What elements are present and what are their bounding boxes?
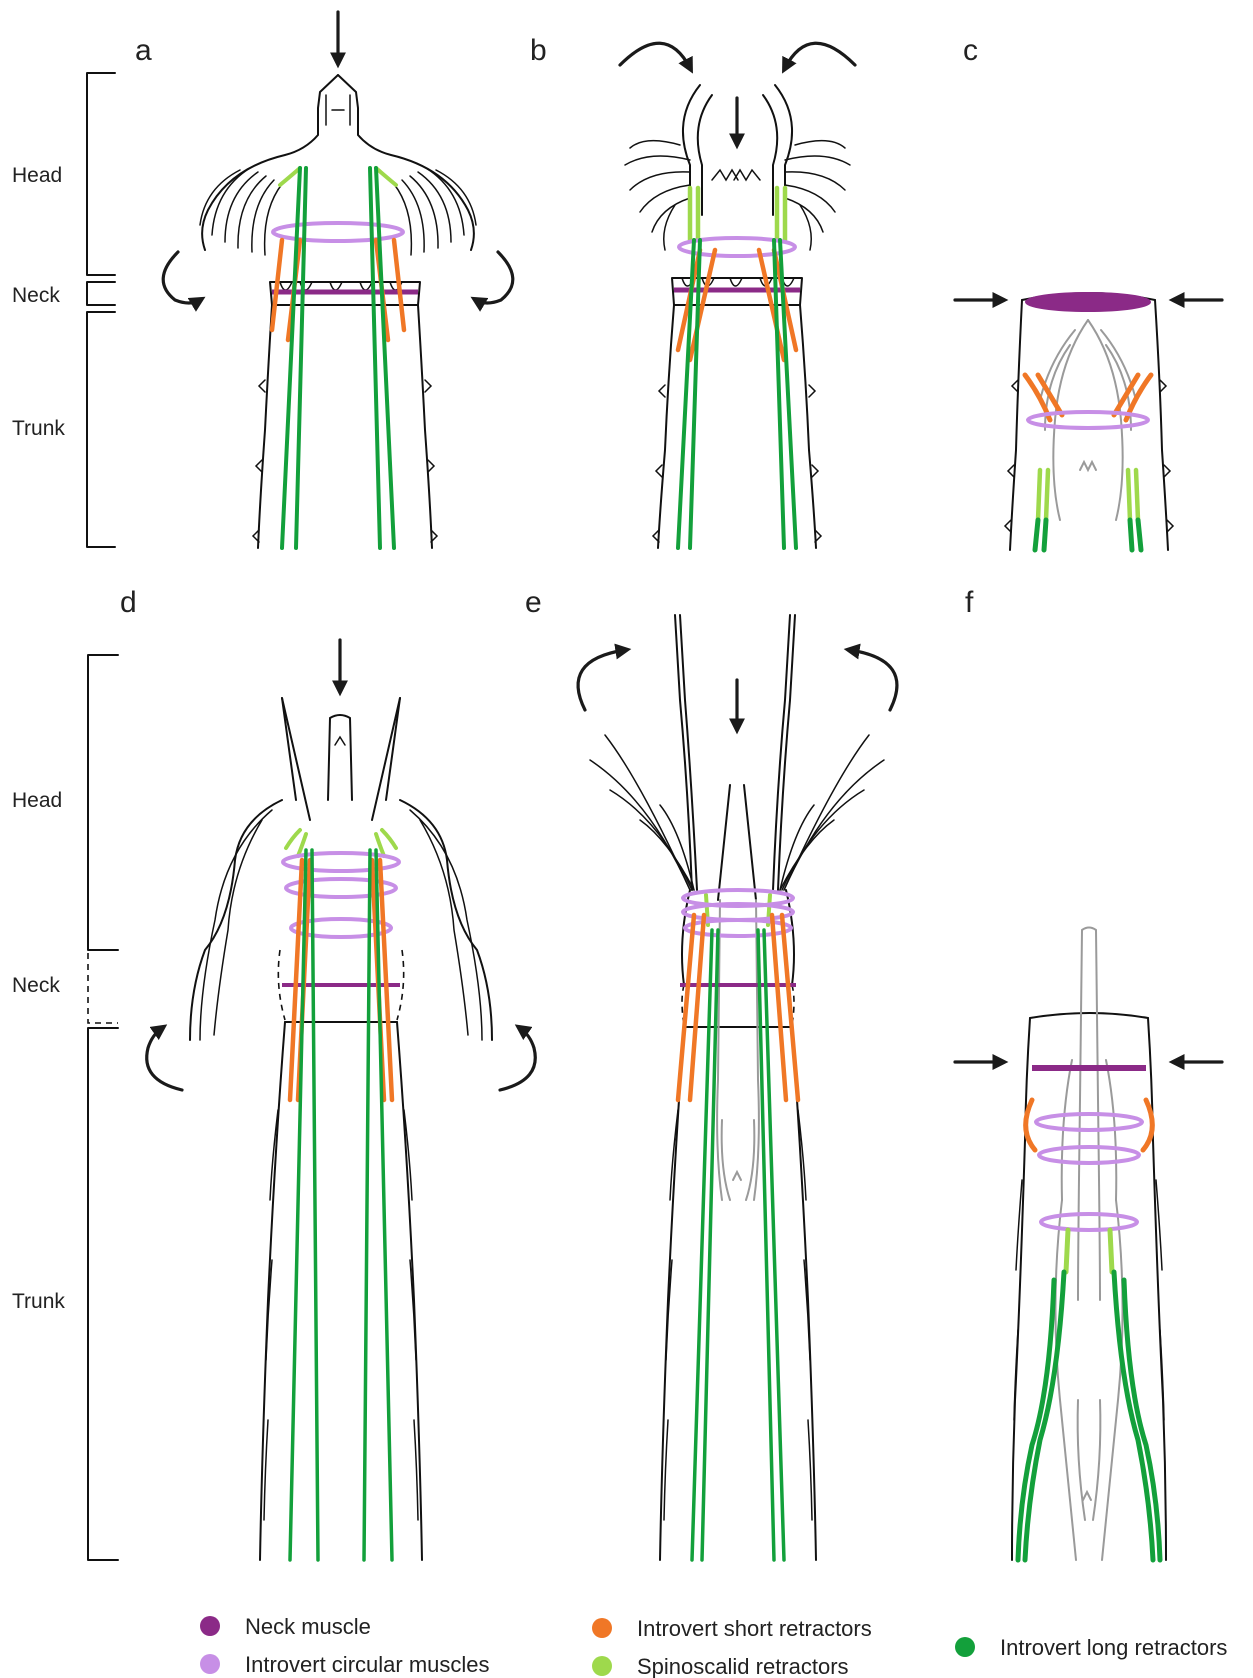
panel-f xyxy=(955,928,1222,1561)
region-label-head-bottom: Head xyxy=(12,789,62,812)
svg-text:Spinoscalid retractors: Spinoscalid retractors xyxy=(637,1654,849,1678)
scalid-fringe-left xyxy=(590,735,694,890)
legend-item-circular-muscles: Introvert circular muscles xyxy=(200,1652,490,1677)
panel-b xyxy=(620,43,855,548)
panel-c xyxy=(955,293,1222,550)
curved-arrow-icon xyxy=(147,1028,182,1090)
panel-label-a: a xyxy=(135,34,152,67)
panel-a xyxy=(163,12,513,548)
scalid-fringe-left xyxy=(200,168,282,255)
panel-label-e: e xyxy=(525,586,542,619)
scalid-fringe-right xyxy=(780,735,884,890)
svg-text:Introvert long retractors: Introvert long retractors xyxy=(1000,1635,1227,1660)
region-label-trunk-top: Trunk xyxy=(12,417,65,440)
curved-arrow-icon xyxy=(500,1028,535,1090)
curved-arrow-icon xyxy=(163,252,200,303)
svg-text:Introvert short retractors: Introvert short retractors xyxy=(637,1616,872,1641)
long-retractors-swatch-icon xyxy=(955,1637,975,1657)
panel-label-b: b xyxy=(530,34,547,67)
curved-arrow-icon xyxy=(578,650,625,710)
svg-text:Neck muscle: Neck muscle xyxy=(245,1614,371,1639)
curved-arrow-icon xyxy=(476,252,513,303)
region-bracket-bottom xyxy=(88,655,118,1560)
spinoscalid-retractors-swatch-icon xyxy=(592,1656,612,1676)
curved-arrow-icon xyxy=(850,650,897,710)
region-label-head-top: Head xyxy=(12,164,62,187)
legend-item-long-retractors: Introvert long retractors xyxy=(955,1635,1227,1660)
svg-text:Introvert circular muscles: Introvert circular muscles xyxy=(245,1652,490,1677)
panel-d xyxy=(147,640,536,1560)
curved-arrow-icon xyxy=(620,43,690,68)
scalid-fringe-right xyxy=(394,168,476,255)
region-label-neck-bottom: Neck xyxy=(12,974,60,997)
legend-item-spinoscalid-retractors: Spinoscalid retractors xyxy=(592,1654,849,1678)
panel-label-c: c xyxy=(963,34,978,67)
scalid-fringe-left xyxy=(625,141,690,250)
region-bracket-top xyxy=(87,73,115,547)
region-label-neck-top: Neck xyxy=(12,284,60,307)
legend: Neck muscle Introvert circular muscles I… xyxy=(200,1614,1227,1678)
scalid-fringe-right xyxy=(785,141,850,250)
circular-muscles-swatch-icon xyxy=(200,1654,220,1674)
short-retractors-swatch-icon xyxy=(592,1618,612,1638)
region-label-trunk-bottom: Trunk xyxy=(12,1290,65,1313)
neck-muscle-swatch-icon xyxy=(200,1616,220,1636)
panel-label-d: d xyxy=(120,586,137,619)
curved-arrow-icon xyxy=(785,43,855,68)
legend-item-short-retractors: Introvert short retractors xyxy=(592,1616,872,1641)
legend-item-neck-muscle: Neck muscle xyxy=(200,1614,371,1639)
panel-label-f: f xyxy=(965,586,974,619)
panel-e xyxy=(578,615,897,1560)
